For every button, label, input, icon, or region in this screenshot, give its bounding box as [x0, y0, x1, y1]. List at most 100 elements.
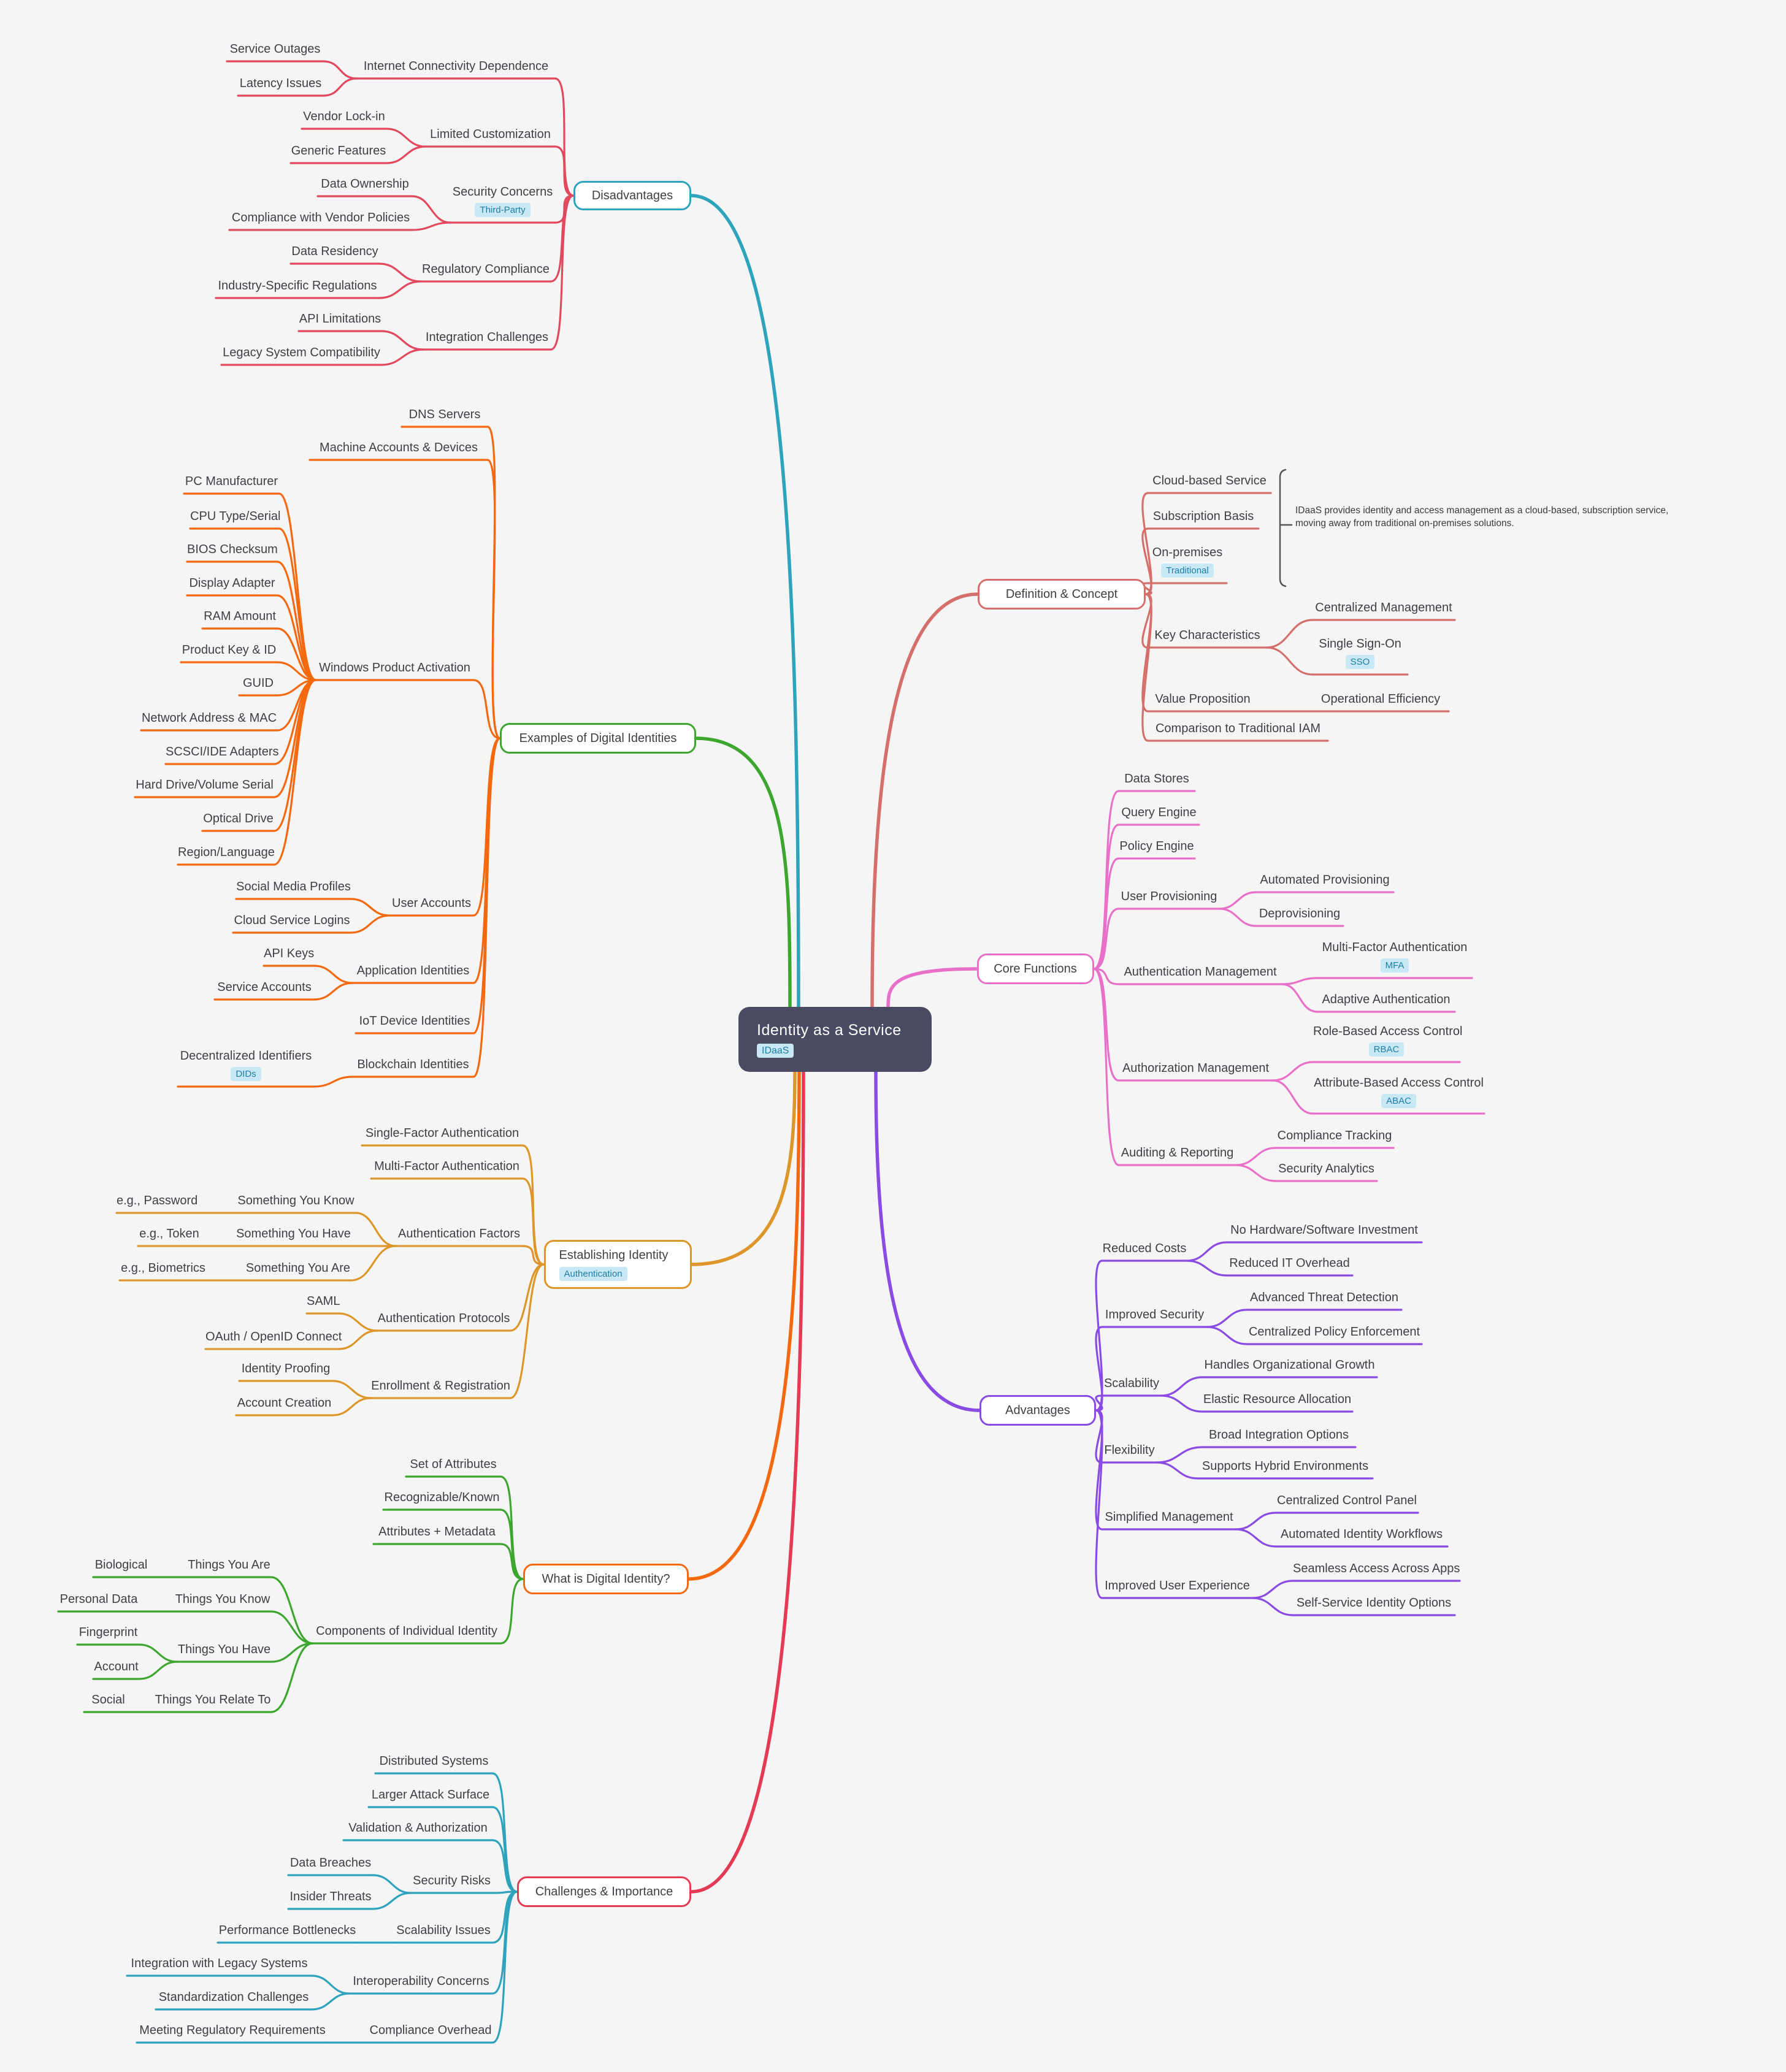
- node-saml[interactable]: SAML: [307, 1294, 340, 1309]
- node-larger-attack-surface[interactable]: Larger Attack Surface: [369, 1787, 492, 1803]
- node-security-risks[interactable]: Security Risks: [411, 1873, 492, 1889]
- node-integration-with-legacy-systems[interactable]: Integration with Legacy Systems: [127, 1956, 312, 1971]
- node-data-ownership[interactable]: Data Ownership: [318, 177, 412, 192]
- node-region-language[interactable]: Region/Language: [178, 845, 275, 860]
- node-account[interactable]: Account: [93, 1659, 139, 1675]
- node-internet-connectivity-dependence[interactable]: Internet Connectivity Dependence: [357, 59, 555, 74]
- node-something-you-know[interactable]: Something You Know: [236, 1193, 356, 1209]
- node-policy-engine[interactable]: Policy Engine: [1119, 839, 1195, 854]
- node-authentication-factors[interactable]: Authentication Factors: [396, 1226, 523, 1242]
- node-ram-amount[interactable]: RAM Amount: [202, 609, 277, 624]
- node-bios-checksum[interactable]: BIOS Checksum: [187, 542, 278, 557]
- node-single-factor-authentication[interactable]: Single-Factor Authentication: [362, 1126, 523, 1141]
- node-account-creation[interactable]: Account Creation: [236, 1396, 332, 1411]
- node-api-keys[interactable]: API Keys: [264, 946, 314, 961]
- node-comparison-to-traditional-iam[interactable]: Comparison to Traditional IAM: [1148, 721, 1328, 736]
- node-deprovisioning[interactable]: Deprovisioning: [1256, 906, 1343, 922]
- node-compliance-tracking[interactable]: Compliance Tracking: [1276, 1128, 1393, 1144]
- topic-core-functions[interactable]: Core Functions: [976, 954, 1094, 984]
- node-generic-features[interactable]: Generic Features: [291, 143, 386, 159]
- node-meeting-regulatory-requirements[interactable]: Meeting Regulatory Requirements: [137, 2023, 328, 2038]
- node-set-of-attributes[interactable]: Set of Attributes: [406, 1457, 500, 1472]
- node-e-g-biometrics[interactable]: e.g., Biometrics: [120, 1261, 207, 1276]
- node-windows-product-activation[interactable]: Windows Product Activation: [316, 660, 473, 676]
- topic-what-is-digital-identity[interactable]: What is Digital Identity?: [523, 1564, 689, 1594]
- node-cpu-type-serial[interactable]: CPU Type/Serial: [190, 509, 280, 524]
- node-dns-servers[interactable]: DNS Servers: [402, 407, 488, 422]
- node-handles-organizational-growth[interactable]: Handles Organizational Growth: [1202, 1358, 1377, 1373]
- topic-challenges-importance[interactable]: Challenges & Importance: [517, 1876, 691, 1907]
- node-integration-challenges[interactable]: Integration Challenges: [423, 330, 551, 345]
- node-operational-efficiency[interactable]: Operational Efficiency: [1313, 692, 1449, 707]
- node-regulatory-compliance[interactable]: Regulatory Compliance: [421, 262, 551, 277]
- node-automated-provisioning[interactable]: Automated Provisioning: [1256, 873, 1393, 888]
- node-identity-proofing[interactable]: Identity Proofing: [239, 1361, 332, 1377]
- node-compliance-with-vendor-policies[interactable]: Compliance with Vendor Policies: [229, 210, 412, 226]
- node-centralized-management[interactable]: Centralized Management: [1313, 600, 1455, 616]
- node-latency-issues[interactable]: Latency Issues: [238, 76, 323, 91]
- node-reduced-costs[interactable]: Reduced Costs: [1102, 1241, 1187, 1256]
- node-biological[interactable]: Biological: [93, 1558, 149, 1573]
- node-data-residency[interactable]: Data Residency: [291, 244, 379, 259]
- node-elastic-resource-allocation[interactable]: Elastic Resource Allocation: [1202, 1392, 1352, 1407]
- node-blockchain-identities[interactable]: Blockchain Identities: [353, 1057, 473, 1072]
- node-flexibility[interactable]: Flexibility: [1102, 1443, 1157, 1458]
- node-authentication-protocols[interactable]: Authentication Protocols: [377, 1311, 510, 1326]
- node-centralized-control-panel[interactable]: Centralized Control Panel: [1276, 1493, 1418, 1508]
- node-authentication-management[interactable]: Authentication Management: [1119, 965, 1282, 980]
- node-social-media-profiles[interactable]: Social Media Profiles: [236, 879, 351, 895]
- node-fingerprint[interactable]: Fingerprint: [77, 1625, 139, 1640]
- node-machine-accounts-devices[interactable]: Machine Accounts & Devices: [310, 440, 488, 456]
- node-e-g-token[interactable]: e.g., Token: [138, 1226, 201, 1242]
- node-limited-customization[interactable]: Limited Customization: [426, 127, 555, 142]
- node-advanced-threat-detection[interactable]: Advanced Threat Detection: [1247, 1290, 1401, 1306]
- node-things-you-are[interactable]: Things You Are: [187, 1558, 271, 1573]
- node-scsci-ide-adapters[interactable]: SCSCI/IDE Adapters: [166, 744, 279, 760]
- node-compliance-overhead[interactable]: Compliance Overhead: [369, 2023, 492, 2038]
- node-scalability[interactable]: Scalability: [1102, 1376, 1161, 1391]
- node-e-g-password[interactable]: e.g., Password: [117, 1193, 197, 1209]
- node-things-you-relate-to[interactable]: Things You Relate To: [155, 1692, 271, 1708]
- node-hard-drive-volume-serial[interactable]: Hard Drive/Volume Serial: [135, 778, 274, 793]
- node-automated-identity-workflows[interactable]: Automated Identity Workflows: [1276, 1527, 1447, 1542]
- node-iot-device-identities[interactable]: IoT Device Identities: [356, 1014, 473, 1029]
- node-api-limitations[interactable]: API Limitations: [299, 312, 381, 327]
- node-application-identities[interactable]: Application Identities: [353, 963, 473, 979]
- node-insider-threats[interactable]: Insider Threats: [288, 1889, 373, 1905]
- node-security-analytics[interactable]: Security Analytics: [1276, 1161, 1377, 1177]
- node-performance-bottlenecks[interactable]: Performance Bottlenecks: [218, 1923, 357, 1938]
- node-key-characteristics[interactable]: Key Characteristics: [1148, 628, 1267, 643]
- node-optical-drive[interactable]: Optical Drive: [202, 811, 274, 827]
- node-simplified-management[interactable]: Simplified Management: [1102, 1510, 1236, 1525]
- node-data-breaches[interactable]: Data Breaches: [288, 1856, 373, 1871]
- node-cloud-based-service[interactable]: Cloud-based Service: [1148, 473, 1271, 489]
- node-authorization-management[interactable]: Authorization Management: [1119, 1061, 1273, 1076]
- node-improved-user-experience[interactable]: Improved User Experience: [1102, 1578, 1252, 1594]
- node-interoperability-concerns[interactable]: Interoperability Concerns: [350, 1974, 492, 1989]
- topic-examples-of-digital-identities[interactable]: Examples of Digital Identities: [500, 723, 696, 754]
- node-query-engine[interactable]: Query Engine: [1119, 805, 1199, 820]
- node-enrollment-registration[interactable]: Enrollment & Registration: [371, 1378, 510, 1394]
- node-vendor-lock-in[interactable]: Vendor Lock-in: [302, 109, 386, 124]
- node-guid[interactable]: GUID: [239, 676, 277, 691]
- node-improved-security[interactable]: Improved Security: [1102, 1307, 1207, 1323]
- node-centralized-policy-enforcement[interactable]: Centralized Policy Enforcement: [1247, 1325, 1422, 1340]
- node-components-of-individual-identity[interactable]: Components of Individual Identity: [313, 1624, 500, 1639]
- node-subscription-basis[interactable]: Subscription Basis: [1148, 509, 1259, 524]
- node-social[interactable]: Social: [84, 1692, 132, 1708]
- node-self-service-identity-options[interactable]: Self-Service Identity Options: [1293, 1596, 1455, 1611]
- node-reduced-it-overhead[interactable]: Reduced IT Overhead: [1227, 1256, 1352, 1271]
- node-things-you-know[interactable]: Things You Know: [174, 1592, 271, 1607]
- node-display-adapter[interactable]: Display Adapter: [187, 576, 277, 591]
- node-seamless-access-across-apps[interactable]: Seamless Access Across Apps: [1293, 1561, 1460, 1577]
- node-auditing-reporting[interactable]: Auditing & Reporting: [1119, 1145, 1236, 1161]
- node-service-accounts[interactable]: Service Accounts: [215, 980, 314, 995]
